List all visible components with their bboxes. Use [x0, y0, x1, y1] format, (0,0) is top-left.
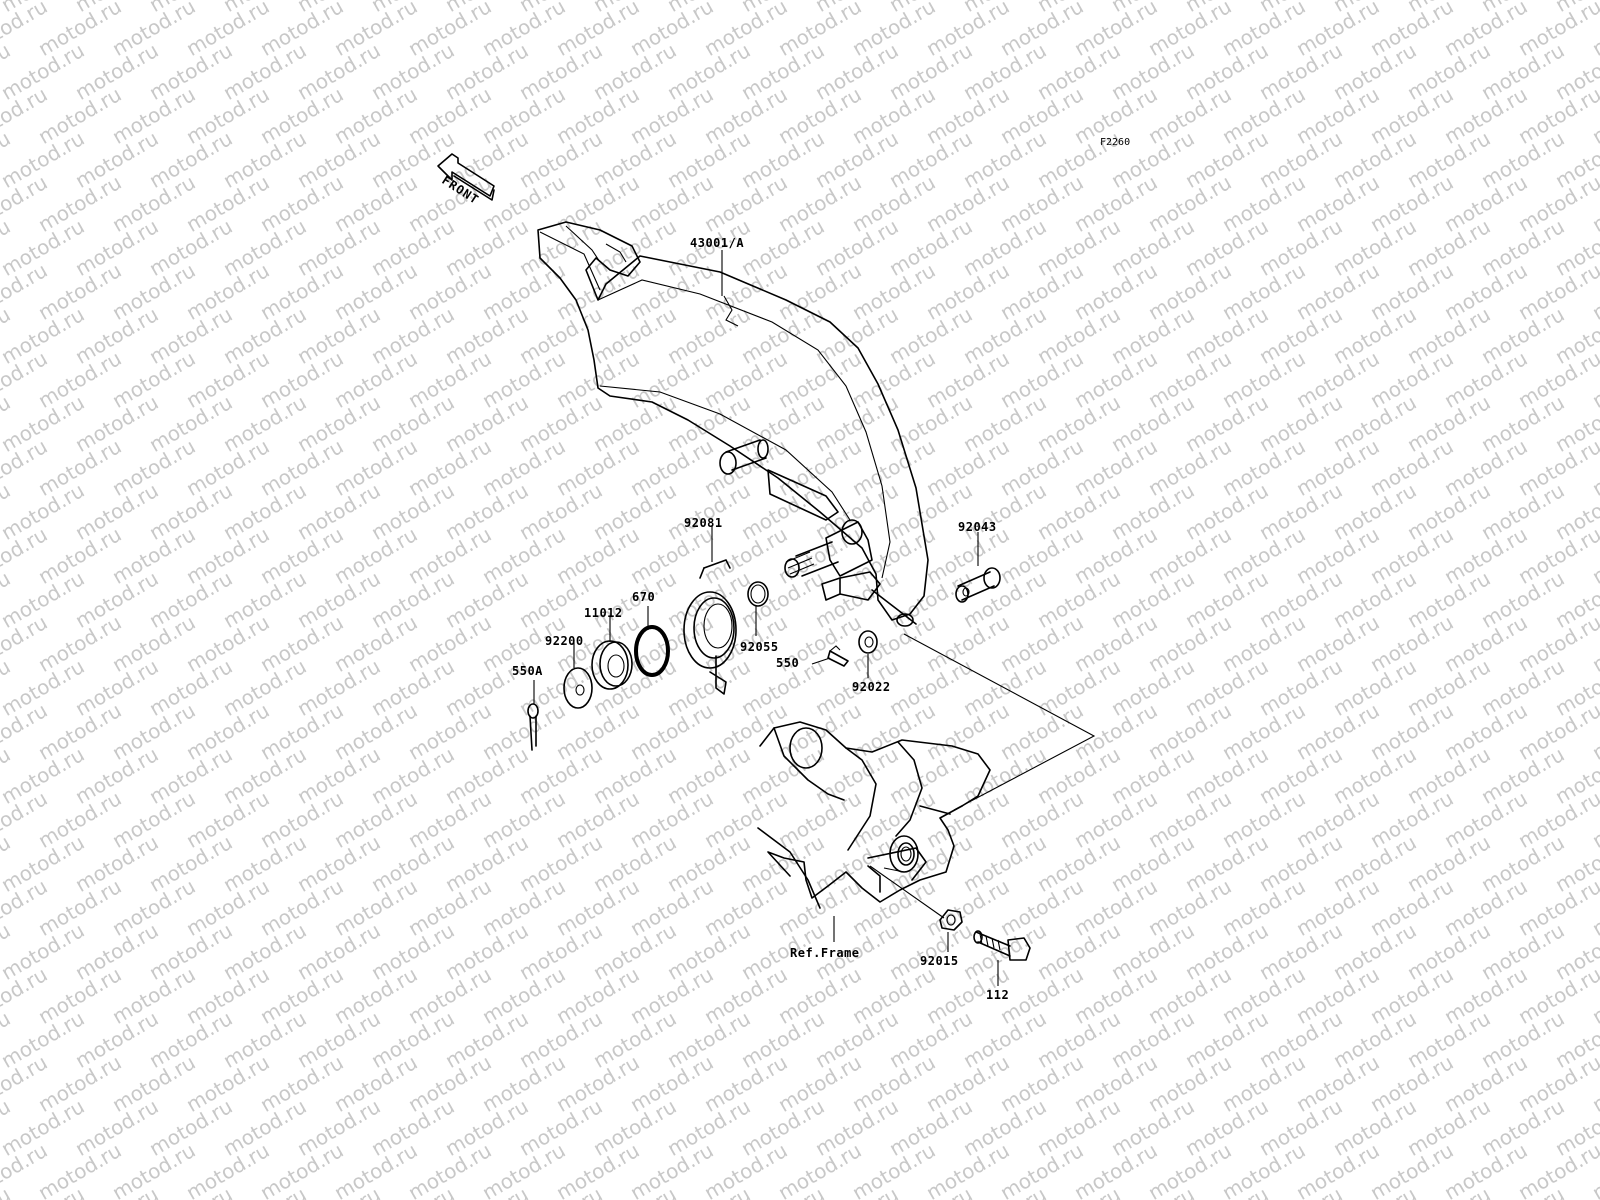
collar-drawing	[591, 640, 633, 690]
pin-drawing	[955, 567, 1001, 603]
label-spring: 92081	[684, 516, 723, 530]
cotter-pin-a-drawing	[527, 703, 539, 751]
label-nut: 92015	[920, 954, 959, 968]
brake-pedal-drawing	[537, 221, 929, 627]
washer-small-drawing	[858, 630, 878, 654]
label-cotter-pin: 550	[776, 656, 800, 670]
label-frame: Ref.Frame	[790, 946, 860, 960]
frame-drawing	[757, 721, 991, 909]
nut-drawing	[939, 909, 963, 931]
label-brake-pedal: 43001/A	[690, 236, 745, 250]
label-o-ring-small: 92055	[740, 640, 779, 654]
bolt-drawing	[973, 930, 1031, 961]
label-cotter-pin-a: 550A	[512, 664, 543, 678]
washer-drawing	[563, 667, 593, 709]
leader-lines	[533, 250, 1096, 986]
spring-drawing	[683, 559, 737, 695]
label-washer-small: 92022	[852, 680, 891, 694]
figure-code: F2260	[1100, 137, 1131, 148]
label-pin: 92043	[958, 520, 997, 534]
label-washer: 92200	[545, 634, 584, 648]
cotter-pin-drawing	[827, 645, 849, 667]
label-bolt: 112	[986, 988, 1010, 1002]
o-ring-small-drawing	[747, 581, 769, 607]
label-collar: 11012	[584, 606, 623, 620]
label-o-ring-large: 670	[632, 590, 656, 604]
front-arrow-icon	[437, 153, 495, 201]
o-ring-large-drawing	[634, 625, 670, 677]
